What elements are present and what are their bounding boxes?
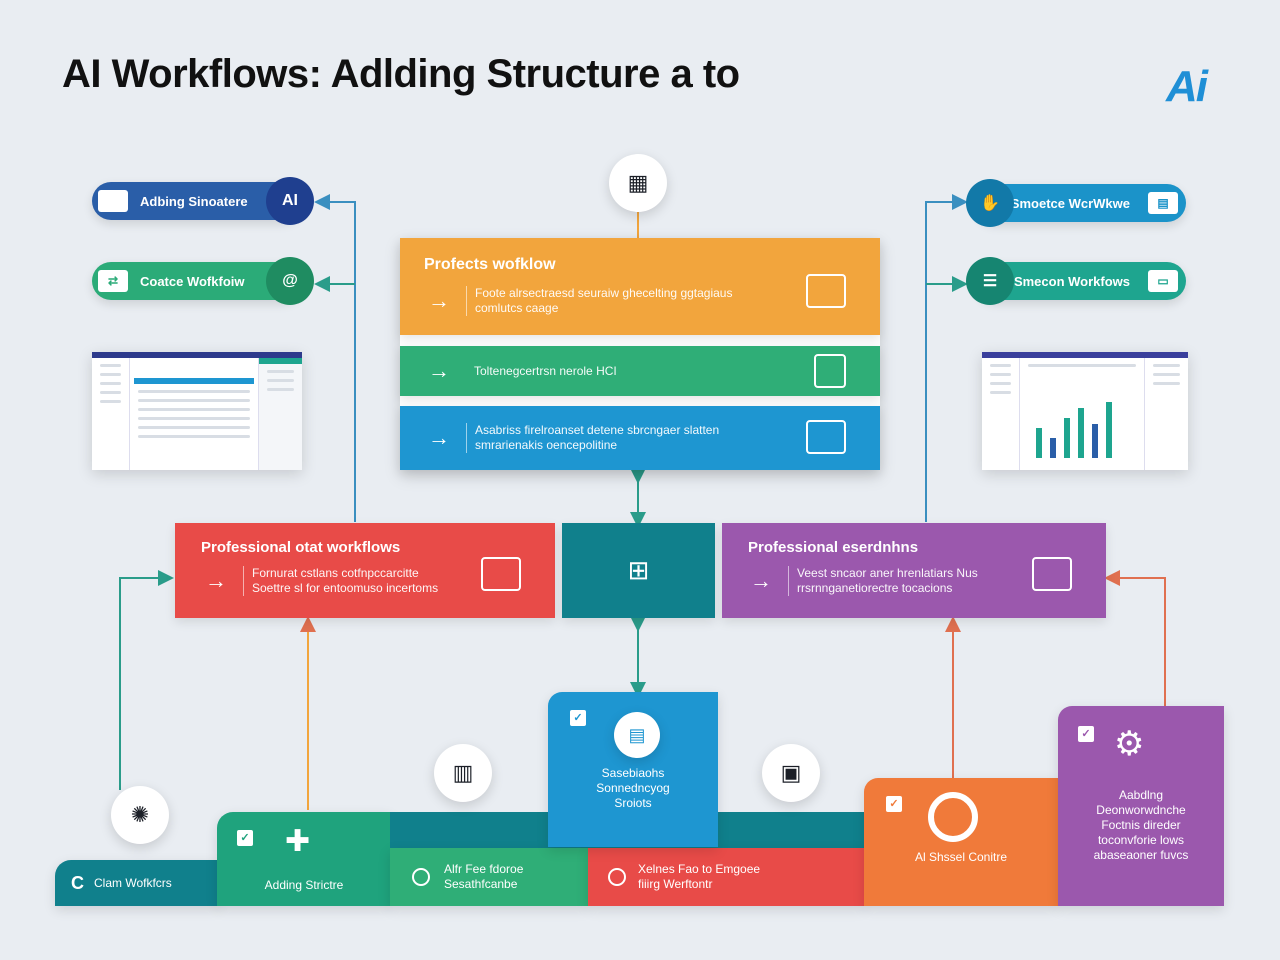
- panel-row-blue[interactable]: → Asabriss firelroanset detene sbrcngaer…: [400, 406, 880, 470]
- panel-row-green[interactable]: → Toltenegcertrsn nerole HCI: [400, 346, 880, 396]
- panel-row-1-text: Foote alrsectraesd seuraiw ghecelting gg…: [466, 286, 766, 316]
- clock-icon: [608, 868, 626, 886]
- list-icon: ☰: [966, 257, 1014, 305]
- gear-icon: @: [266, 257, 314, 305]
- arrow-right-icon: →: [428, 358, 450, 383]
- arrow-right-icon: →: [428, 425, 450, 450]
- blue-central-block[interactable]: ✓ ▤ Sasebiaohs Sonnedncyog Sroiots: [548, 692, 718, 847]
- bottom-red-label: Xelnes Fao to Emgoee fiiirg Werftontr: [638, 862, 761, 891]
- blue-block-label: Sasebiaohs Sonnedncyog Sroiots: [596, 766, 670, 810]
- bottom-green-cell[interactable]: Alfr Fee fdoroe Sesathfcanbe: [390, 848, 588, 906]
- right-pill-1-label: Smoetce WcrWkwe: [1010, 195, 1130, 211]
- center-panel: Profects wofklow → Foote alrsectraesd se…: [400, 238, 880, 470]
- bottom-left-tab-label: Clam Wofkfcrs: [94, 876, 172, 890]
- arrow-right-icon: →: [205, 568, 227, 593]
- bottom-left-tab[interactable]: C Clam Wofkfcrs: [55, 860, 220, 906]
- bottom-red-cell[interactable]: Xelnes Fao to Emgoee fiiirg Werftontr: [588, 848, 865, 906]
- network-icon: ⚙: [1114, 725, 1145, 763]
- middle-right-text: Veest sncaor aner hrenlatiars Nus rrsrnn…: [788, 566, 988, 596]
- ai-logo: Ai: [1166, 62, 1208, 111]
- network-blocks-icon: ⊞: [627, 555, 650, 585]
- middle-left-text: Fornurat cstlans cotfnpccarcitte Soettre…: [243, 566, 443, 596]
- page-title: AI Workflows: Adlding Structure a to: [62, 52, 740, 96]
- document-icon: ▤: [98, 190, 128, 212]
- panel-row-3-text: Asabriss firelroanset detene sbrcngaer s…: [466, 423, 746, 453]
- brain-icon: ✺: [111, 786, 169, 844]
- server-icon: ▤: [614, 712, 660, 758]
- puzzle-icon: ✚: [285, 825, 311, 858]
- document-check-icon: ▣: [762, 744, 820, 802]
- right-pill-2-label: Smecon Workfows: [1013, 273, 1130, 289]
- check-icon: ✓: [886, 796, 902, 812]
- adding-structure-label: Adding Strictre: [264, 878, 344, 892]
- blueprint-icon: [806, 274, 846, 308]
- chip-icon: [814, 354, 846, 388]
- workflow-icon: ⇄: [98, 270, 128, 292]
- robot-icon: [1032, 557, 1072, 591]
- check-icon: ✓: [237, 830, 253, 846]
- book-icon: ▥: [434, 744, 492, 802]
- orange-block[interactable]: ✓ Al Shssel Conitre: [864, 778, 1058, 906]
- arrow-right-icon: →: [750, 568, 772, 593]
- middle-right-title: Professional eserdnhns: [748, 539, 919, 556]
- middle-center-block[interactable]: ⊞: [562, 523, 715, 618]
- left-pill-2-label: Coatce Wofkfoiw: [140, 273, 245, 289]
- laptop-icon: [806, 420, 846, 454]
- clock-icon: [412, 868, 430, 886]
- purple-block[interactable]: ✓ ⚙ Aabdlng Deonworwdnche Foctnis direde…: [1058, 706, 1224, 906]
- gear-icon: [928, 792, 978, 842]
- robot-icon: [481, 557, 521, 591]
- check-icon: ✓: [1078, 726, 1094, 742]
- orange-block-label: Al Shssel Conitre: [914, 850, 1008, 864]
- panel-header: Profects wofklow: [424, 256, 556, 273]
- hand-icon: ✋: [966, 179, 1014, 227]
- left-pill-1[interactable]: ▤ Adbing Sinoatere AI: [92, 177, 314, 225]
- left-pill-2[interactable]: ⇄ Coatce Wofkfoiw @: [92, 257, 314, 305]
- left-pill-1-label: Adbing Sinoatere: [140, 193, 248, 209]
- adding-structure-block[interactable]: ✓ ✚ Adding Strictre: [217, 812, 391, 906]
- ai-badge-icon: AI: [266, 177, 314, 225]
- middle-left-title: Professional otat workflows: [201, 539, 401, 556]
- tablet-icon: ▦: [609, 154, 667, 212]
- arrow-right-icon: →: [428, 288, 450, 313]
- right-pill-2[interactable]: ☰ Smecon Workfows ▭: [966, 257, 1186, 305]
- left-screenshot-thumbnail: [92, 352, 302, 470]
- check-icon: ✓: [570, 710, 586, 726]
- right-pill-1[interactable]: ✋ Smoetce WcrWkwe ▤: [966, 179, 1186, 227]
- document-icon: ▤: [1148, 192, 1178, 214]
- panel-row-orange[interactable]: Profects wofklow → Foote alrsectraesd se…: [400, 238, 880, 335]
- right-screenshot-thumbnail: [982, 352, 1188, 470]
- panel-row-2-text: Toltenegcertrsn nerole HCI: [474, 363, 617, 378]
- middle-right-block[interactable]: Professional eserdnhns → Veest sncaor an…: [722, 523, 1106, 618]
- c-logo-icon: C: [71, 872, 84, 893]
- screen-icon: ▭: [1148, 270, 1178, 292]
- bottom-green-label: Alfr Fee fdoroe Sesathfcanbe: [444, 862, 524, 891]
- purple-block-label: Aabdlng Deonworwdnche Foctnis direder to…: [1093, 788, 1189, 862]
- middle-left-block[interactable]: Professional otat workflows → Fornurat c…: [175, 523, 555, 618]
